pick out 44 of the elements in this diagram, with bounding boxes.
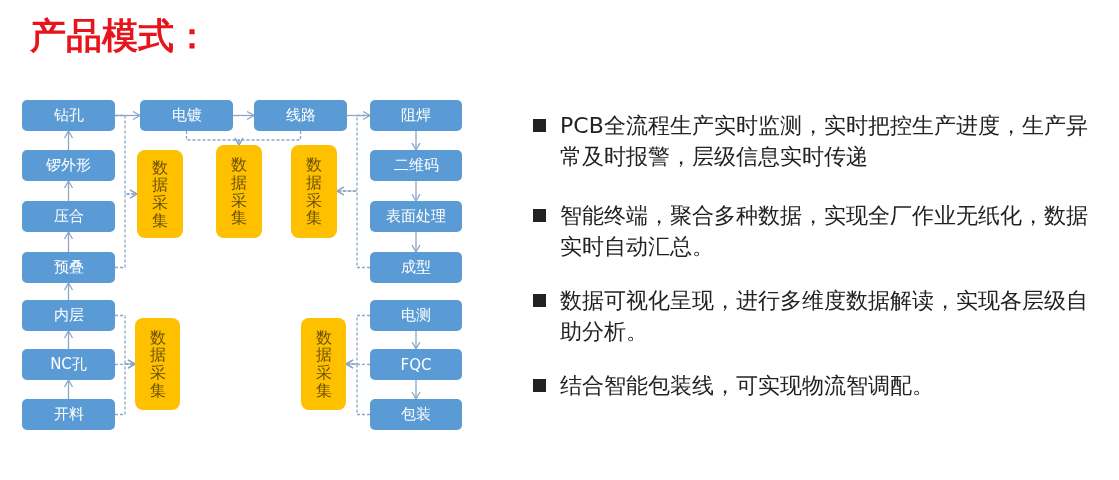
data-collection-box: 数据采集 [137,150,183,238]
process-box: 成型 [370,252,462,283]
arrow [63,231,74,253]
title: 产品模式： [30,14,210,58]
arrow [411,180,421,202]
arrow [63,282,74,301]
dashed-arrow [234,130,302,146]
data-collection-box: 数据采集 [291,145,337,238]
arrow [63,180,74,202]
bullet-text: 结合智能包装线，可实现物流智调配。 [560,372,935,400]
process-box: FQC [370,349,462,380]
arrow [411,330,421,350]
arrow [63,330,74,350]
process-box: 表面处理 [370,201,462,232]
process-box: 开料 [22,399,115,430]
arrow [346,110,371,121]
process-box: 线路 [254,100,347,131]
process-box: 电镀 [140,100,233,131]
process-box: 预叠 [22,252,115,283]
process-box: 阻焊 [370,100,462,131]
process-box: 包装 [370,399,462,430]
bullet-text: PCB全流程生产实时监测，实时把控生产进度，生产异常及时报警，层级信息实时传递 [560,112,1089,171]
arrow [411,231,421,253]
process-box: 压合 [22,201,115,232]
arrow [411,130,421,151]
arrow [63,379,74,400]
process-box: 锣外形 [22,150,115,181]
dashed-arrow [345,359,371,416]
dashed-arrow [336,186,371,269]
data-collection-box: 数据采集 [301,318,346,410]
arrow [232,110,255,121]
arrow [63,130,74,151]
dashed-arrow [114,359,136,416]
bullet-text: 数据可视化呈现，进行多维度数据解读，实现各层级自助分析。 [560,287,1089,346]
data-collection-box: 数据采集 [135,318,180,410]
process-box: NC孔 [22,349,115,380]
dashed-arrow [114,189,138,269]
process-box: 内层 [22,300,115,331]
process-box: 二维码 [370,150,462,181]
bullet-text: 智能终端，聚合多种数据，实现全厂作业无纸化，数据实时自动汇总。 [560,202,1089,261]
data-collection-box: 数据采集 [216,145,262,238]
arrow [411,379,421,400]
process-box: 钻孔 [22,100,115,131]
process-box: 电测 [370,300,462,331]
